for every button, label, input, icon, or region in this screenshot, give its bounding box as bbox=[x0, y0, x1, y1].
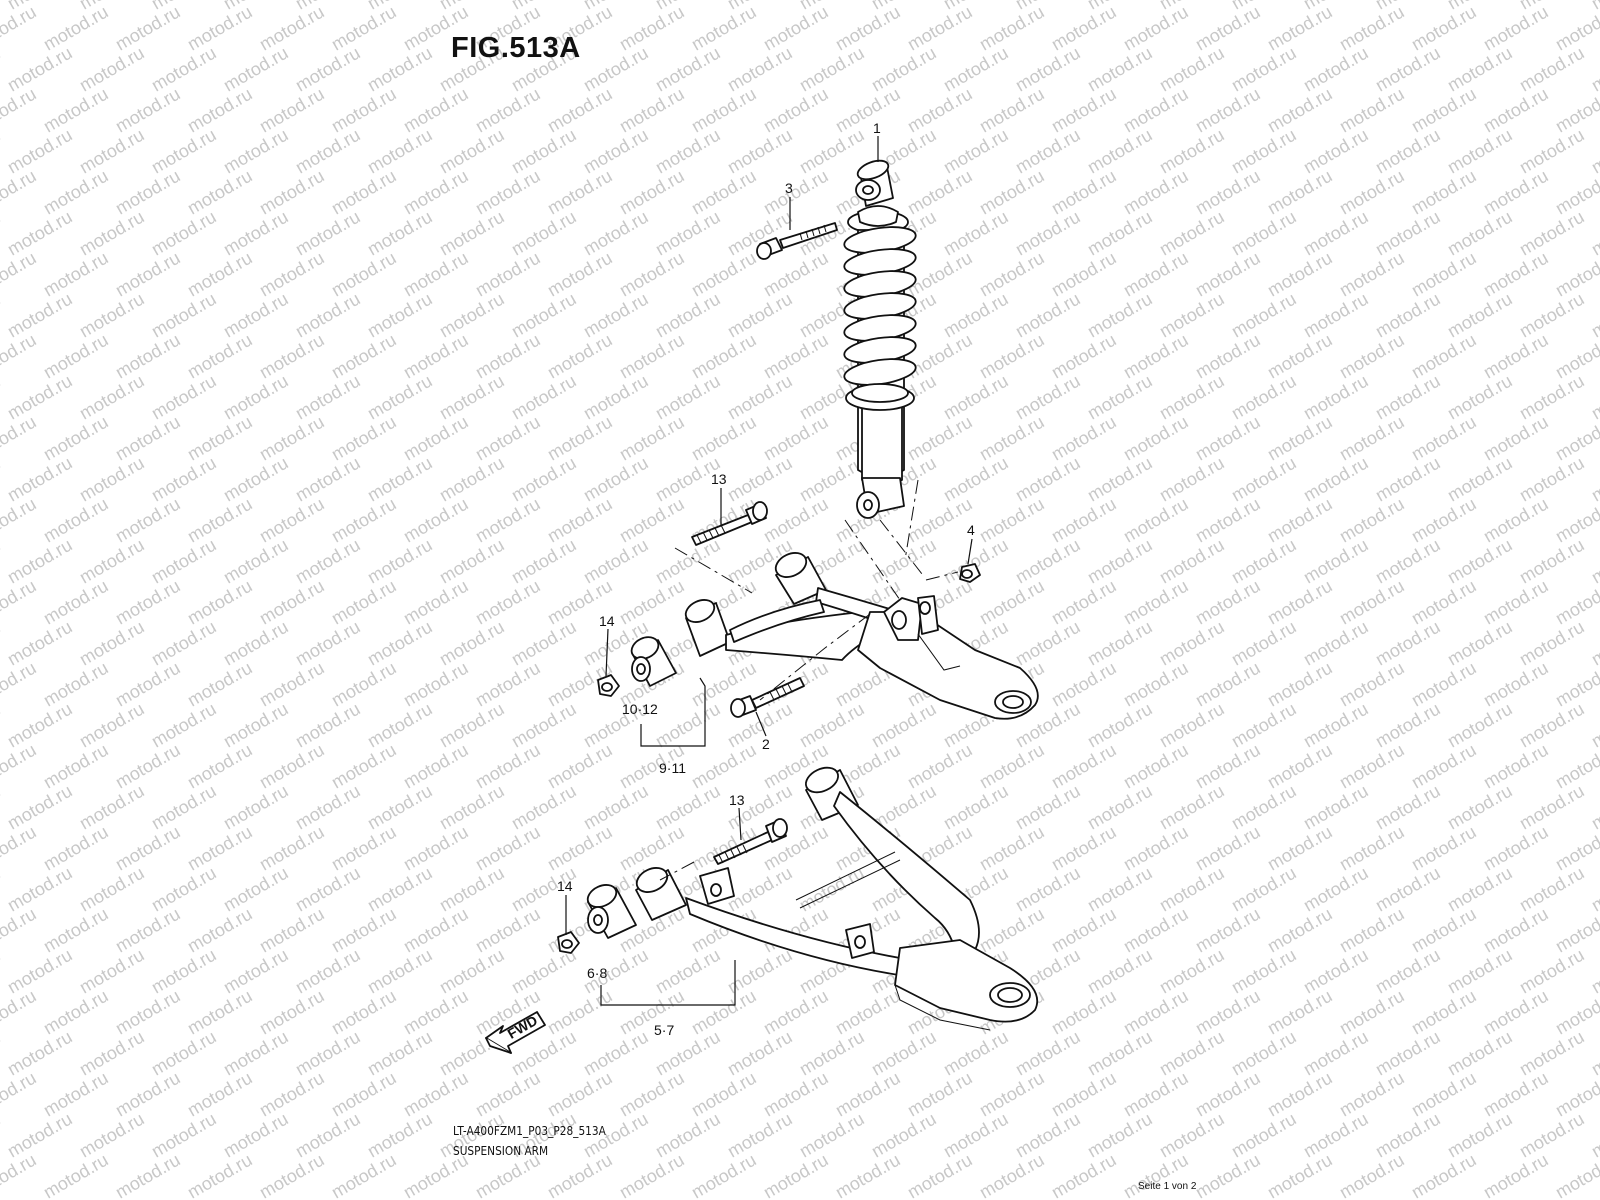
callout-5-7: 5·7 bbox=[654, 1022, 674, 1038]
drawing-code: LT-A400FZM1_P03_P28_513A bbox=[453, 1124, 606, 1138]
callout-6-8: 6·8 bbox=[587, 965, 607, 981]
callout-2: 2 bbox=[762, 736, 770, 752]
bolt-3 bbox=[756, 222, 838, 260]
callout-13-bottom: 13 bbox=[729, 792, 745, 808]
bushing-6-8 bbox=[586, 884, 637, 939]
callout-1: 1 bbox=[873, 120, 881, 136]
callout-14-top: 14 bbox=[599, 613, 615, 629]
shock-absorber bbox=[843, 159, 917, 519]
callout-10-12: 10·12 bbox=[622, 701, 658, 717]
callout-9-11: 9·11 bbox=[659, 760, 686, 776]
bolt-13-bottom bbox=[713, 818, 788, 865]
figure-title: FIG.513A bbox=[451, 32, 581, 64]
page-indicator: Seite 1 von 2 bbox=[1138, 1181, 1197, 1192]
leader-lines bbox=[565, 136, 973, 1006]
nut-4 bbox=[959, 563, 981, 583]
bolt-2 bbox=[730, 677, 805, 718]
bolt-13-top bbox=[691, 501, 768, 546]
callout-14-bottom: 14 bbox=[557, 878, 573, 894]
upper-suspension-arm bbox=[684, 552, 1039, 720]
callout-13-top: 13 bbox=[711, 471, 727, 487]
callout-3: 3 bbox=[785, 180, 793, 196]
nut-14-bottom bbox=[557, 931, 580, 954]
nut-14-top bbox=[597, 674, 620, 697]
bushing-10-12 bbox=[630, 636, 677, 687]
lower-suspension-arm bbox=[635, 766, 1039, 1031]
fwd-direction-arrow bbox=[485, 1011, 546, 1054]
callout-4: 4 bbox=[967, 522, 975, 538]
section-name: SUSPENSION ARM bbox=[453, 1144, 549, 1158]
